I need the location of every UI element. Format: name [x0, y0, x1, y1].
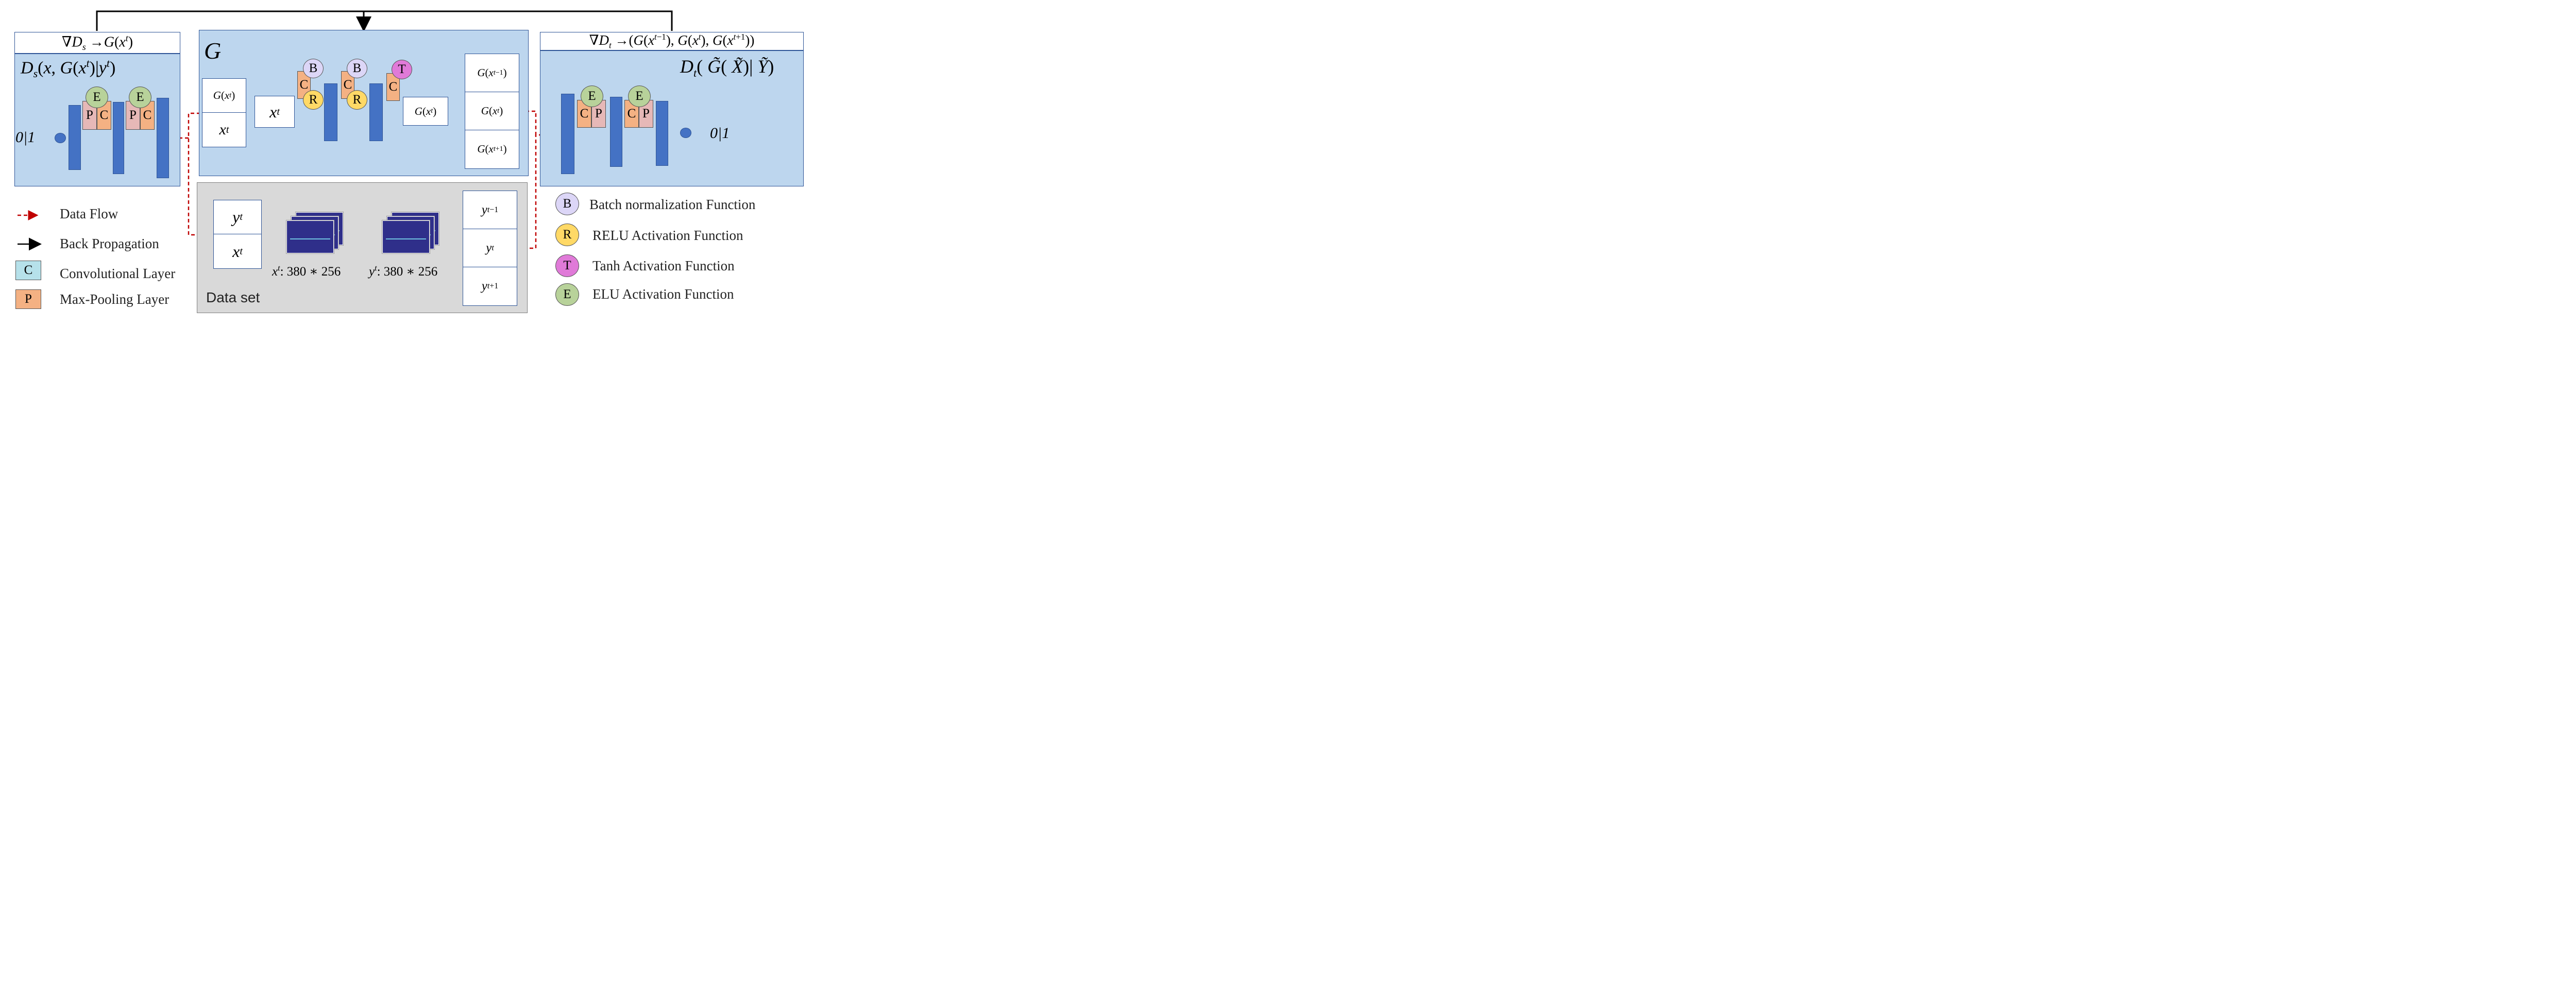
legend-data-flow: Data Flow: [60, 206, 118, 221]
legend-b-icon: B: [555, 193, 579, 215]
legend-t-icon: T: [555, 254, 579, 277]
legend-r-icon: R: [555, 223, 579, 246]
legend-elu: ELU Activation Function: [592, 286, 734, 302]
legend-pool-icon: P: [15, 289, 41, 309]
g-layer-1: [324, 83, 337, 141]
g-conv-3: C: [386, 73, 400, 101]
ds-layer-3: [157, 98, 169, 178]
yt-caption: yt: 380 ∗ 256: [369, 264, 438, 279]
ds-header: ∇Ds →G(xt): [14, 32, 180, 54]
dt-layer-3: [656, 101, 668, 166]
g-title: G: [204, 38, 222, 64]
legend-pool: Max-Pooling Layer: [60, 291, 170, 307]
legend-back-propagation: Back Propagation: [60, 236, 159, 251]
dt-elu-2: E: [628, 85, 651, 107]
dt-output: 0|1: [710, 125, 730, 142]
dt-title: Dt( G̃( X̃)| Ỹ): [680, 56, 774, 80]
g-layer-2: [369, 83, 383, 141]
ds-layer-1: [69, 105, 81, 170]
dataset-label: Data set: [206, 289, 260, 305]
legend-conv: Convolutional Layer: [60, 266, 176, 281]
ds-output: 0|1: [15, 129, 36, 146]
legend-e-icon: E: [555, 283, 579, 306]
xt-caption: xt: 380 ∗ 256: [272, 264, 341, 279]
backprop-path: [96, 10, 673, 32]
yt-thumb-1: [382, 220, 430, 253]
g-bn-2: B: [347, 59, 367, 78]
dt-layer-2: [610, 97, 622, 167]
legend-conv-icon: C: [15, 261, 41, 280]
dt-header: ∇Dt →(G(xt−1), G(xt), G(xt+1)): [540, 32, 804, 50]
legend-tanh: Tanh Activation Function: [592, 258, 735, 273]
xt-thumb-1: [286, 220, 334, 253]
ds-output-node: [55, 133, 66, 143]
ds-layer-2: [113, 102, 124, 174]
dt-layer-1: [561, 94, 574, 174]
legend-relu: RELU Activation Function: [592, 228, 743, 243]
g-relu-2: R: [347, 90, 367, 110]
dt-output-node: [680, 128, 691, 138]
g-bn-1: B: [303, 59, 324, 78]
ds-elu-1: E: [86, 87, 108, 108]
dt-elu-1: E: [581, 85, 603, 107]
ds-elu-2: E: [129, 87, 151, 108]
diagram: ∇Ds →G(xt) Ds(x, G(xt)|yt) P C E P C E 0…: [0, 0, 808, 313]
ds-title: Ds(x, G(xt)|yt): [21, 57, 116, 80]
legend-batchnorm: Batch normalization Function: [589, 197, 756, 212]
g-tanh: T: [392, 60, 412, 79]
g-relu-1: R: [303, 90, 324, 110]
